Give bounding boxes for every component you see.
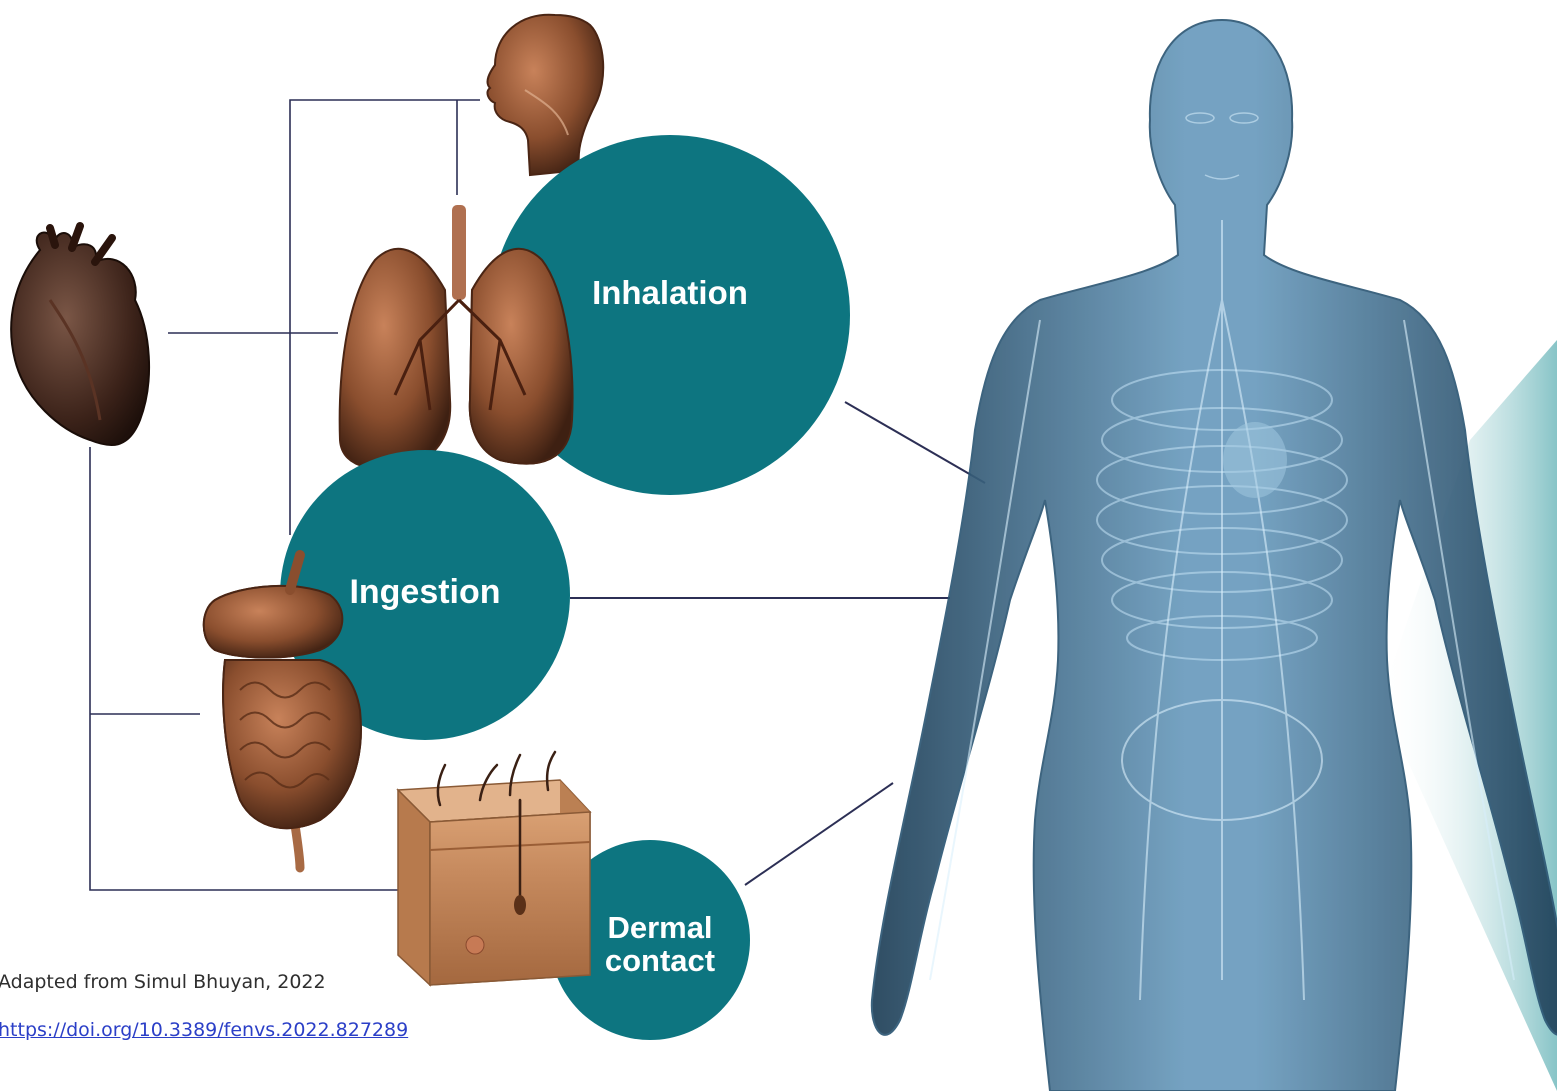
ingestion-label: Ingestion (330, 575, 520, 611)
citation-text: Adapted from Simul Bhuyan, 2022 (0, 971, 326, 993)
head-organ (487, 15, 603, 175)
human-body-figure (872, 20, 1557, 1091)
body-silhouette (872, 20, 1557, 1091)
body-heart (1223, 422, 1287, 498)
dermal-contact-label: Dermal contact (575, 912, 745, 977)
inhalation-label: Inhalation (575, 276, 765, 311)
connector-inhalation-body (845, 402, 985, 483)
connector-dermal-body (745, 783, 893, 885)
dermal-label-line2: contact (575, 945, 745, 978)
citation-doi-link[interactable]: https://doi.org/10.3389/fenvs.2022.82728… (0, 1019, 408, 1041)
dermal-label-line1: Dermal (575, 912, 745, 945)
heart-organ (11, 226, 149, 445)
